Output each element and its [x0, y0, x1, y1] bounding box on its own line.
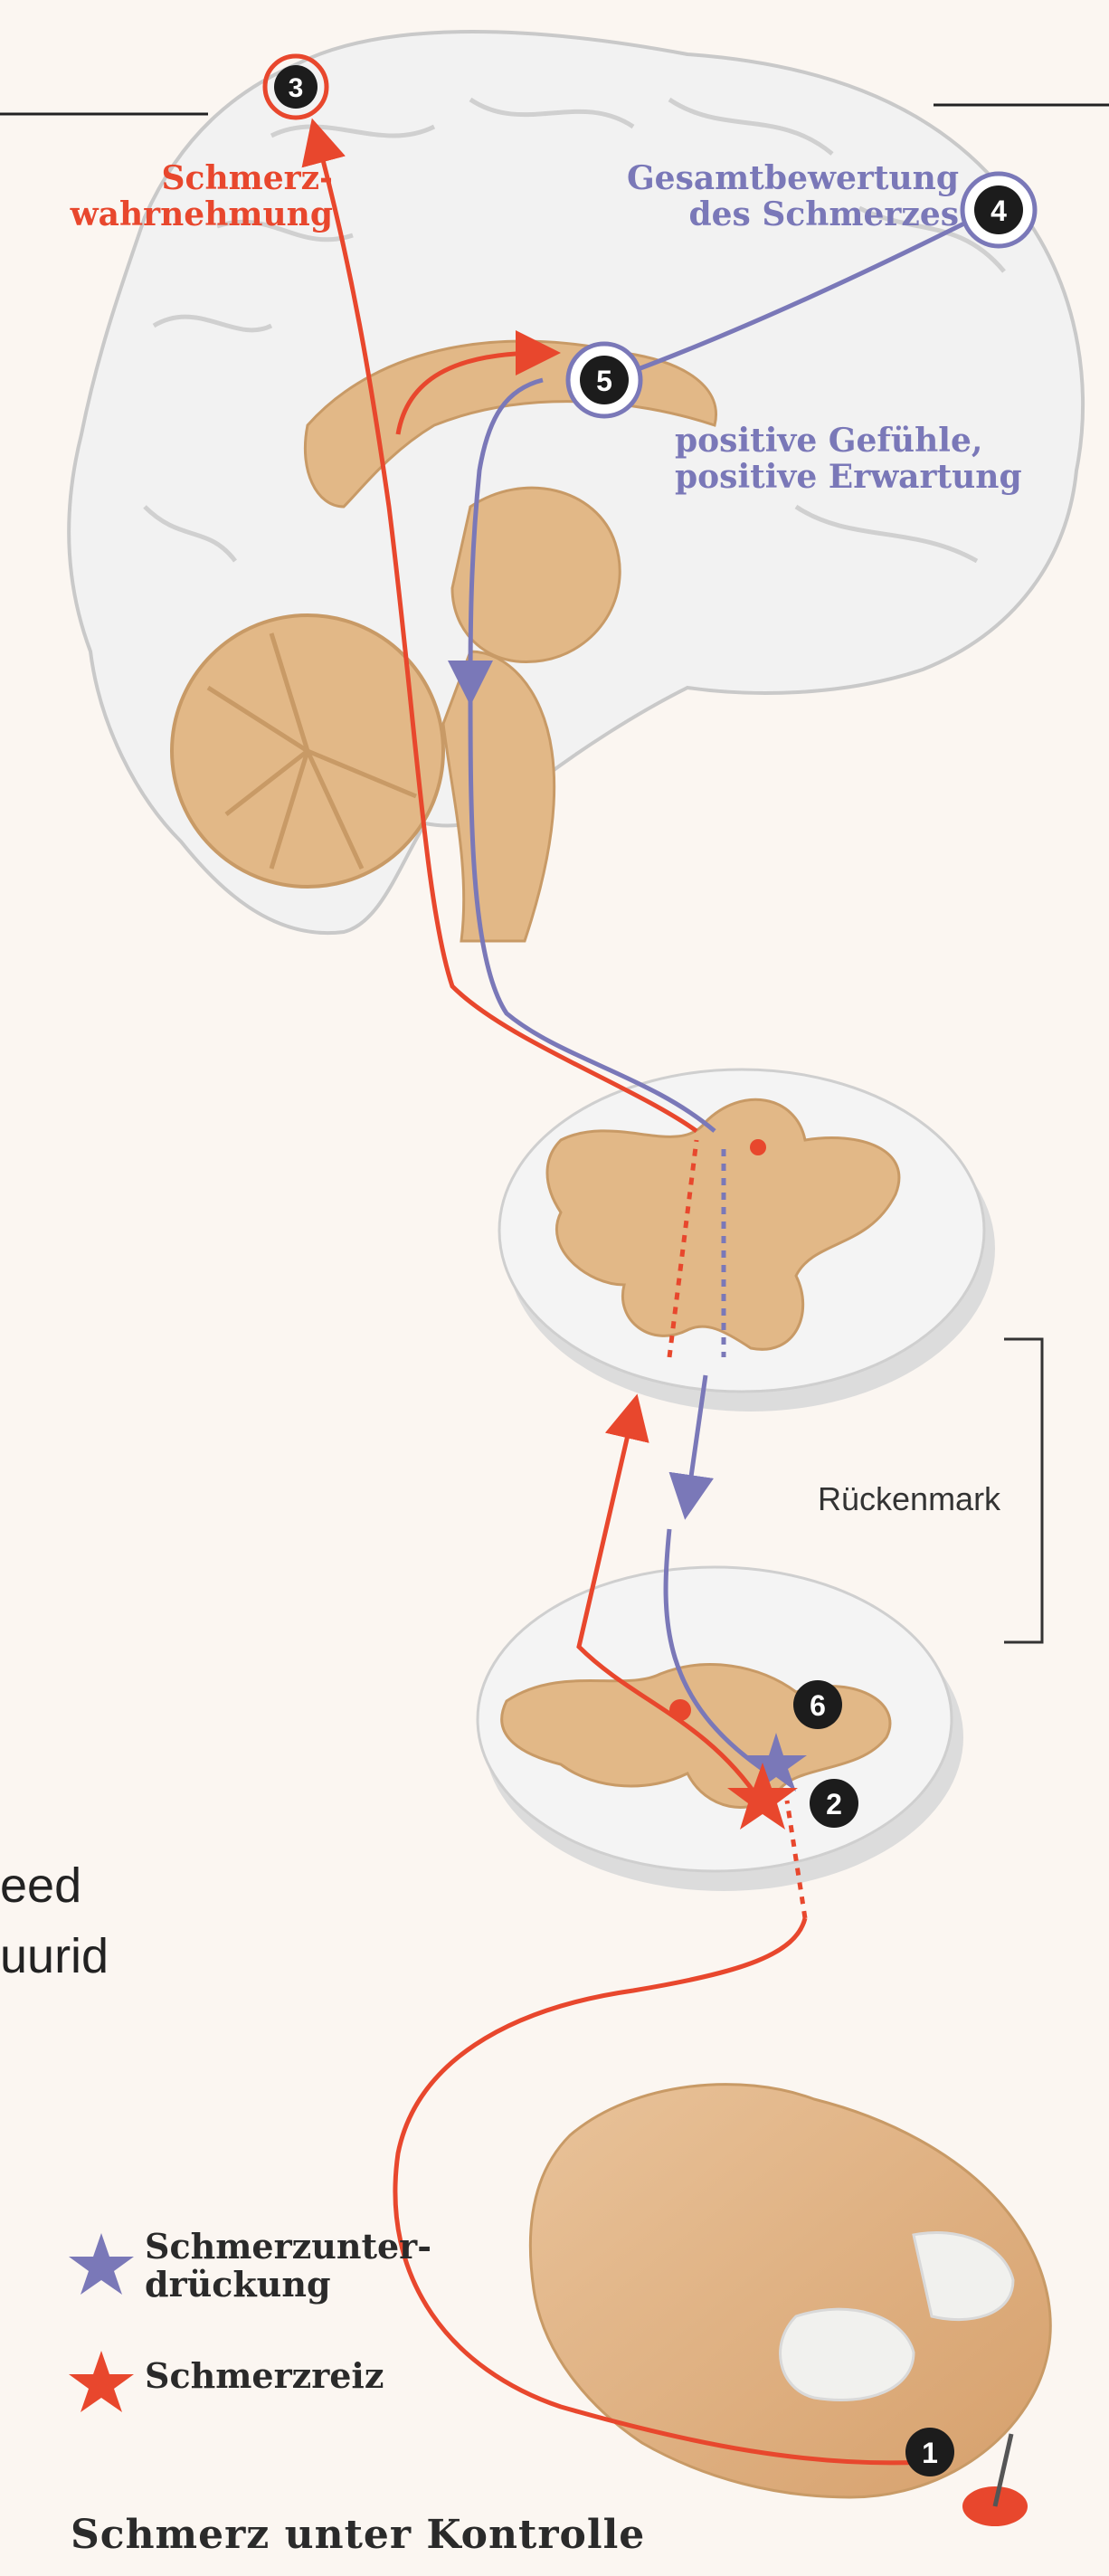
label-pain-perception-line1: Schmerz-: [34, 161, 333, 197]
cropped-text-line1: eed: [0, 1850, 109, 1921]
hand-illustration: [530, 2085, 1050, 2497]
marker-1: 1: [905, 2428, 954, 2476]
legend-pain-stimulus: Schmerzreiz: [145, 2357, 384, 2395]
label-positive-feelings: positive Gefühle, positive Erwartung: [675, 423, 1064, 495]
marker-5: 5: [568, 344, 640, 416]
label-positive-feelings-line1: positive Gefühle,: [675, 423, 1064, 460]
label-overall-evaluation: Gesamtbewertung des Schmerzes: [579, 161, 959, 233]
marker-3: 3: [265, 56, 327, 118]
label-pain-perception: Schmerz- wahrnehmung: [34, 161, 333, 233]
marker-1-label: 1: [922, 2437, 938, 2469]
legend-pain-suppression-line1: Schmerzunter-: [145, 2228, 431, 2266]
legend-blue-star-icon: [69, 2233, 134, 2295]
marker-2: 2: [810, 1779, 858, 1828]
figure-title: Schmerz unter Kontrolle: [71, 2514, 645, 2557]
label-positive-feelings-line2: positive Erwartung: [675, 460, 1064, 496]
spinal-cord-bracket: [1004, 1339, 1042, 1642]
spinal-section-lower: [478, 1567, 963, 1891]
label-overall-evaluation-line1: Gesamtbewertung: [579, 161, 959, 197]
relay-dot-lower: [669, 1699, 691, 1721]
legend-pain-suppression-line2: drückung: [145, 2266, 431, 2304]
relay-dot-upper: [750, 1139, 766, 1155]
label-pain-perception-line2: wahrnehmung: [34, 197, 333, 233]
marker-5-label: 5: [596, 365, 612, 397]
marker-6-label: 6: [810, 1689, 826, 1722]
legend-pain-suppression: Schmerzunter- drückung: [145, 2228, 431, 2304]
marker-6: 6: [793, 1680, 842, 1729]
marker-4: 4: [962, 174, 1035, 246]
legend-red-star-icon: [69, 2351, 134, 2412]
marker-3-label: 3: [289, 73, 304, 103]
marker-2-label: 2: [826, 1788, 842, 1820]
cropped-text-line2: uurid: [0, 1921, 109, 1991]
spinal-section-upper: [499, 1069, 995, 1412]
label-spinal-cord: Rückenmark: [818, 1480, 1000, 1518]
label-overall-evaluation-line2: des Schmerzes: [579, 197, 959, 233]
marker-4-label: 4: [991, 195, 1007, 227]
cropped-text-fragment: eed uurid: [0, 1850, 109, 1992]
legend-pain-stimulus-line1: Schmerzreiz: [145, 2357, 384, 2395]
